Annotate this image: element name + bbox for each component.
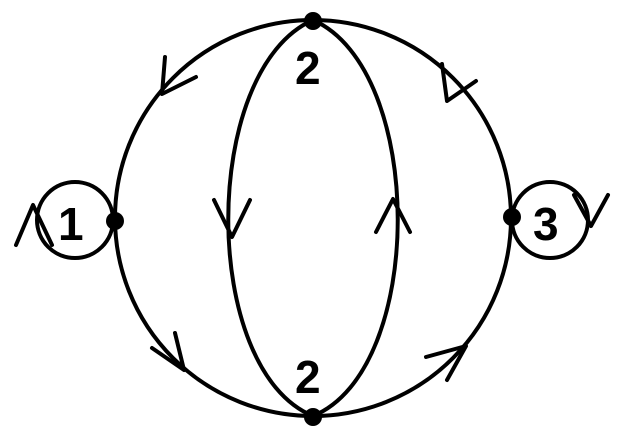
arrow-outer-top-right: [440, 62, 478, 103]
node-left-dot: [106, 212, 124, 230]
inner-right-edge: [311, 18, 400, 418]
arrow-outer-top-left: [160, 55, 198, 96]
node-top-dot: [304, 12, 322, 30]
arrow-outer-bottom-left: [150, 331, 186, 372]
node-bottom-dot: [304, 408, 322, 426]
node-bottom-label: 2: [295, 351, 321, 403]
arrow-inner-left-down: [212, 198, 252, 239]
node-left-label: 1: [58, 198, 84, 250]
arrow-left-loop: [14, 203, 54, 247]
node-top-label: 2: [295, 42, 321, 94]
arrow-outer-bottom-right: [424, 344, 468, 382]
arrow-inner-right-up: [374, 197, 412, 234]
inner-left-edge: [226, 18, 315, 418]
node-right-dot: [503, 208, 521, 226]
arrow-right-loop: [572, 193, 610, 228]
node-right-label: 3: [533, 198, 559, 250]
